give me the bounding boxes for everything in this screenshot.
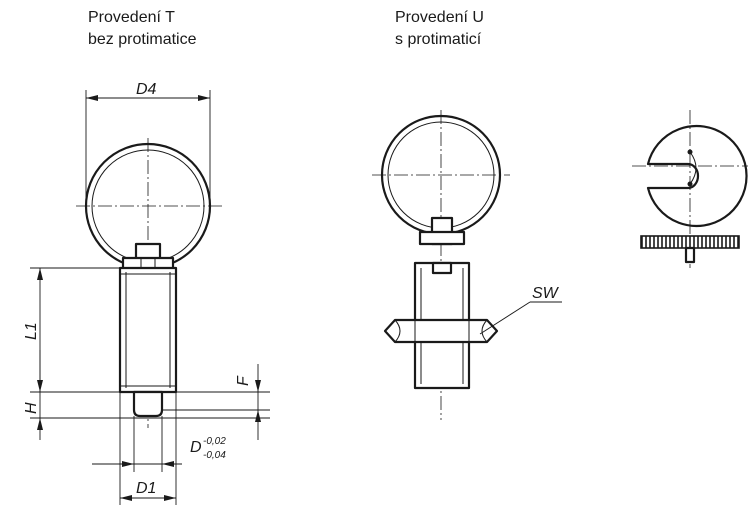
dim-h-label: H xyxy=(23,402,40,414)
dim-sw-label: SW xyxy=(532,285,560,302)
dim-d-tol-upper: -0,02 xyxy=(203,436,226,447)
dim-f-label: F xyxy=(235,375,252,386)
lock-nut xyxy=(383,318,499,344)
dim-l1-label: L1 xyxy=(23,322,40,340)
variant-t-view: D4 L1 H F D -0,02 -0,04 D1 xyxy=(23,81,270,505)
plunger-pin xyxy=(132,390,164,418)
ring-stem xyxy=(684,246,696,264)
variant-u-subtitle: s protimaticí xyxy=(395,31,482,48)
dim-d-tol-lower: -0,04 xyxy=(203,450,226,461)
dim-d4-label: D4 xyxy=(136,81,157,98)
variant-u-title: Provedení U xyxy=(395,9,484,26)
threaded-body xyxy=(118,266,178,394)
variant-u-view: SW xyxy=(372,110,562,420)
knurled-ring-edge xyxy=(640,235,740,249)
ring-detail-view xyxy=(632,110,748,268)
dim-d-tol-label: D xyxy=(190,439,202,456)
variant-t-title: Provedení T xyxy=(88,9,175,26)
dim-d1-label: D1 xyxy=(136,480,156,497)
ring-top-view xyxy=(646,124,748,228)
variant-t-subtitle: bez protimatice xyxy=(88,31,197,48)
